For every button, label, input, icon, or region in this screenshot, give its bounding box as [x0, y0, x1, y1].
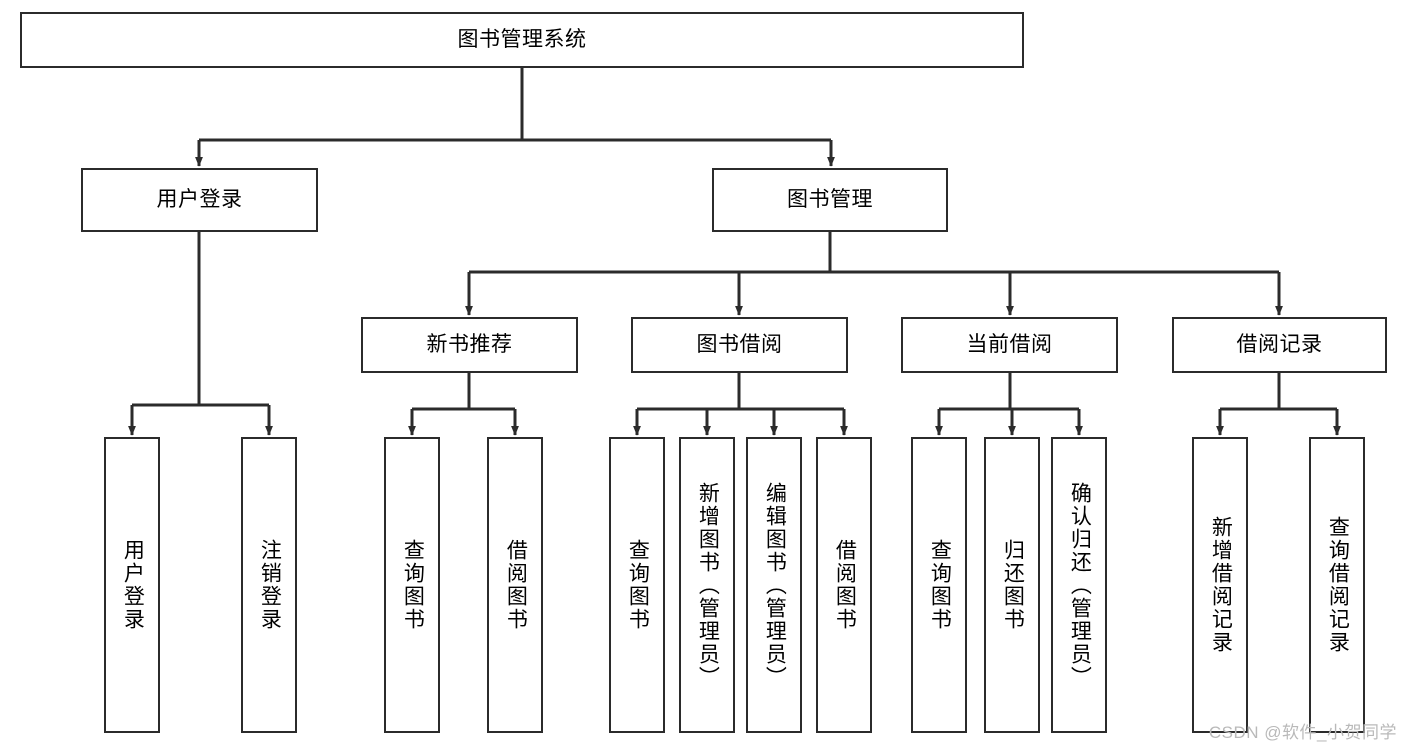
- node-borrow-record[interactable]: 借阅记录: [1172, 317, 1387, 373]
- node-leaf-query-book-cb-label: 查询图书: [928, 539, 952, 631]
- node-leaf-return-book[interactable]: 归还图书: [984, 437, 1040, 733]
- node-book-borrow-label: 图书借阅: [696, 332, 783, 356]
- node-leaf-add-book-label: 新增图书（管理员）: [696, 481, 720, 689]
- node-leaf-logout[interactable]: 注销登录: [241, 437, 297, 733]
- node-root-label: 图书管理系统: [457, 27, 587, 51]
- node-current-borrow[interactable]: 当前借阅: [901, 317, 1118, 373]
- node-leaf-add-record-label: 新增借阅记录: [1209, 516, 1233, 654]
- node-leaf-borrow-book-rec-label: 借阅图书: [504, 539, 528, 631]
- node-user-login[interactable]: 用户登录: [81, 168, 318, 232]
- node-root[interactable]: 图书管理系统: [20, 12, 1024, 68]
- node-leaf-query-book-bb[interactable]: 查询图书: [609, 437, 665, 733]
- node-leaf-confirm-return[interactable]: 确认归还（管理员）: [1051, 437, 1107, 733]
- node-leaf-borrow-book-rec[interactable]: 借阅图书: [487, 437, 543, 733]
- node-user-login-label: 用户登录: [156, 187, 243, 211]
- node-leaf-edit-book[interactable]: 编辑图书（管理员）: [746, 437, 802, 733]
- node-leaf-query-book-rec[interactable]: 查询图书: [384, 437, 440, 733]
- node-new-book-rec[interactable]: 新书推荐: [361, 317, 578, 373]
- node-leaf-query-book-rec-label: 查询图书: [401, 539, 425, 631]
- node-book-manage[interactable]: 图书管理: [712, 168, 948, 232]
- node-current-borrow-label: 当前借阅: [966, 332, 1053, 356]
- node-leaf-add-record[interactable]: 新增借阅记录: [1192, 437, 1248, 733]
- node-new-book-rec-label: 新书推荐: [426, 332, 513, 356]
- node-borrow-record-label: 借阅记录: [1236, 332, 1323, 356]
- node-leaf-return-book-label: 归还图书: [1001, 539, 1025, 631]
- node-leaf-add-book[interactable]: 新增图书（管理员）: [679, 437, 735, 733]
- node-leaf-query-book-cb[interactable]: 查询图书: [911, 437, 967, 733]
- node-leaf-user-login-label: 用户登录: [121, 539, 145, 631]
- csdn-watermark: CSDN @软件_小贺同学: [1208, 723, 1397, 742]
- node-leaf-query-book-bb-label: 查询图书: [626, 539, 650, 631]
- node-leaf-confirm-return-label: 确认归还（管理员）: [1068, 481, 1092, 689]
- node-leaf-query-record[interactable]: 查询借阅记录: [1309, 437, 1365, 733]
- node-book-manage-label: 图书管理: [787, 187, 873, 211]
- node-leaf-logout-label: 注销登录: [258, 539, 282, 631]
- node-leaf-edit-book-label: 编辑图书（管理员）: [763, 481, 787, 689]
- node-leaf-query-record-label: 查询借阅记录: [1326, 516, 1350, 654]
- node-book-borrow[interactable]: 图书借阅: [631, 317, 848, 373]
- node-leaf-user-login[interactable]: 用户登录: [104, 437, 160, 733]
- node-leaf-borrow-book-bb-label: 借阅图书: [833, 539, 857, 631]
- node-leaf-borrow-book-bb[interactable]: 借阅图书: [816, 437, 872, 733]
